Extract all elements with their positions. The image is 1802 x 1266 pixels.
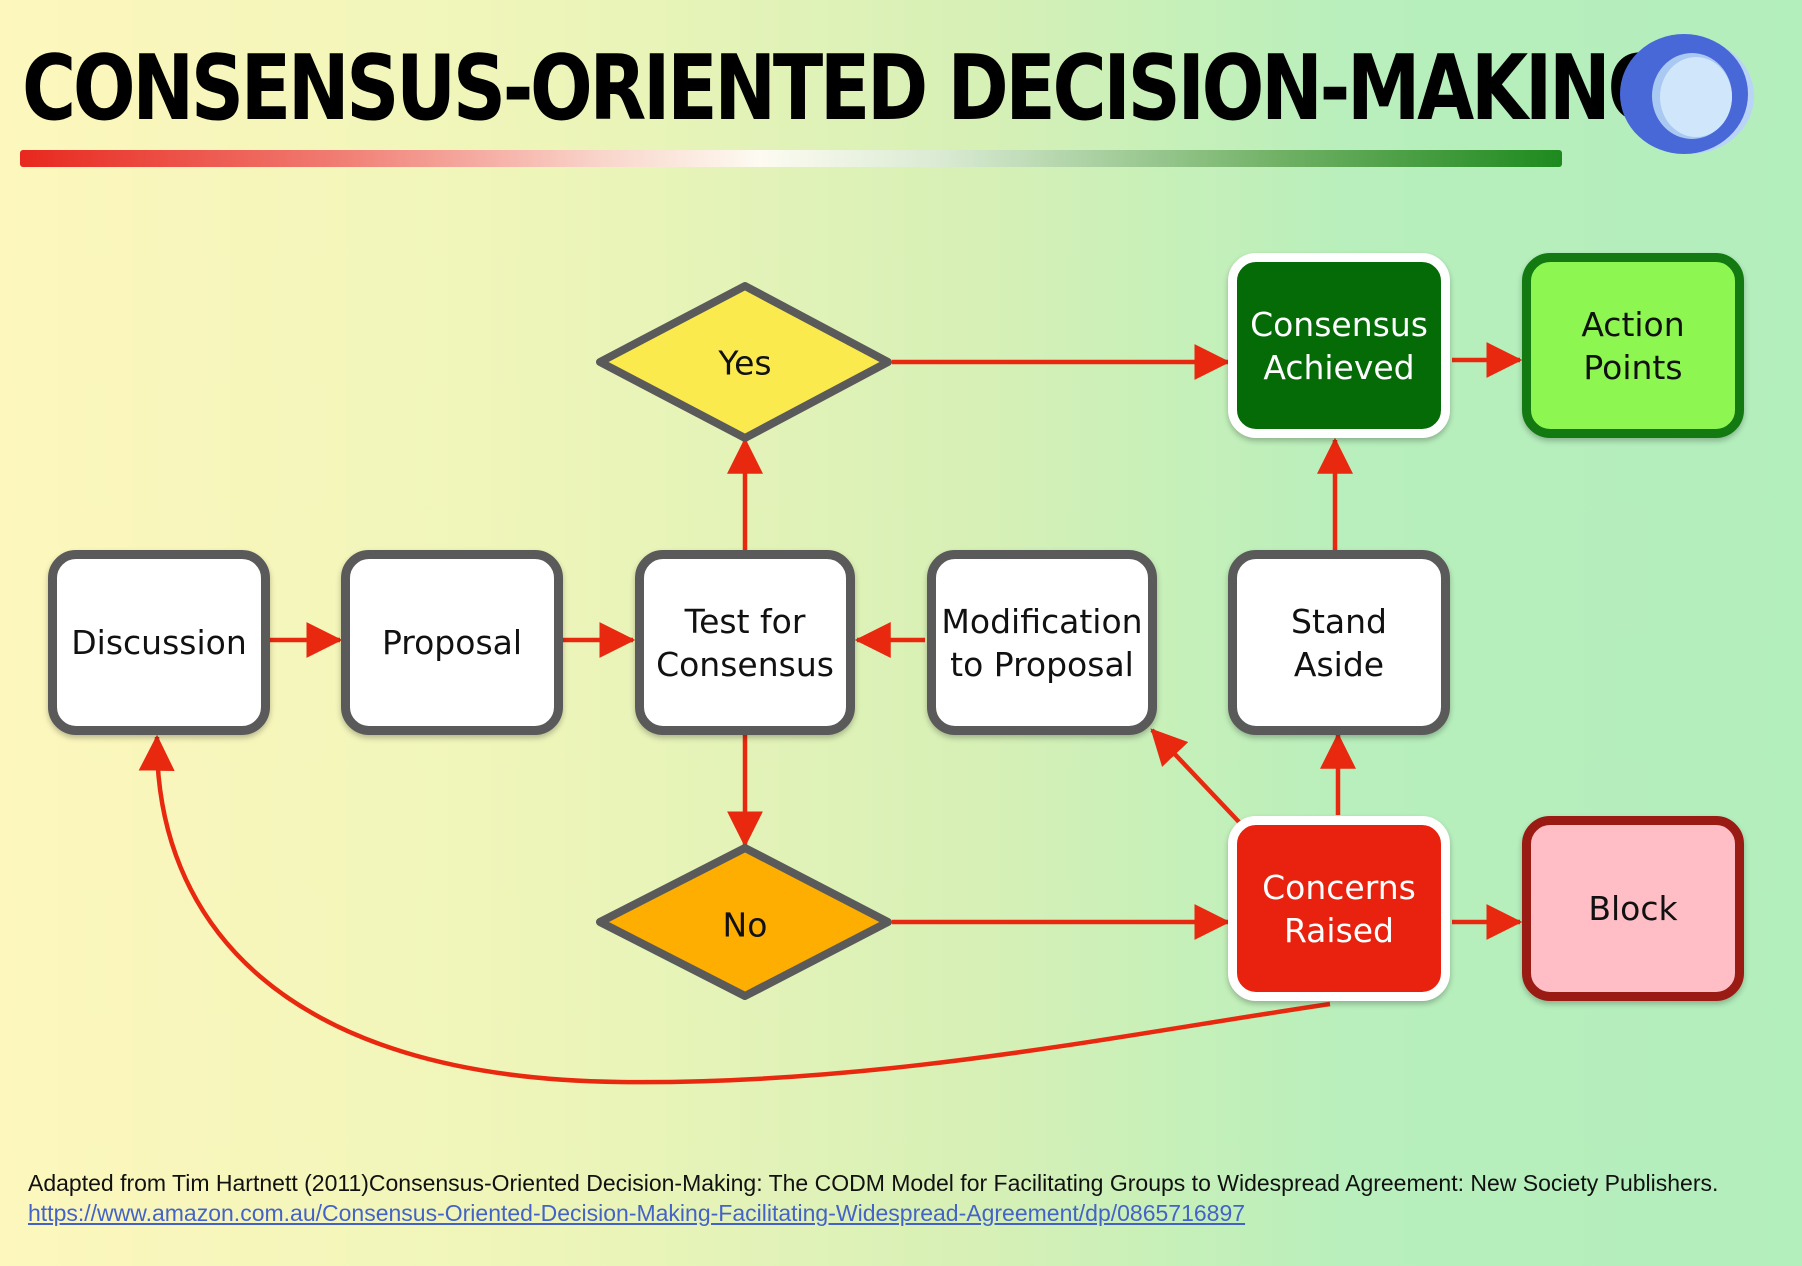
concerns-raised-box: Concerns Raised bbox=[1228, 816, 1450, 1001]
no-diamond bbox=[596, 844, 892, 1000]
achieved-label-line2: Achieved bbox=[1263, 347, 1415, 387]
footer: Adapted from Tim Hartnett (2011)Consensu… bbox=[28, 1168, 1788, 1228]
proposal-label: Proposal bbox=[381, 623, 523, 662]
consensus-achieved-box: Consensus Achieved bbox=[1228, 253, 1450, 438]
yes-label: Yes bbox=[718, 343, 772, 383]
modification-label-line2: to Proposal bbox=[950, 644, 1134, 684]
achieved-label-line1: Consensus bbox=[1250, 304, 1428, 344]
concerns-label-line2: Raised bbox=[1283, 910, 1395, 950]
modification-label-line1: Modification bbox=[941, 601, 1143, 641]
yes-diamond bbox=[596, 282, 892, 442]
concerns-label-line1: Concerns bbox=[1262, 867, 1416, 907]
action-label-line1: Action bbox=[1581, 304, 1685, 344]
blue-ring-logo-icon bbox=[1620, 34, 1754, 154]
action-points-box: Action Points bbox=[1522, 253, 1744, 438]
stand-label-line2: Aside bbox=[1293, 644, 1385, 684]
citation-text: Adapted from Tim Hartnett (2011)Consensu… bbox=[28, 1170, 1719, 1196]
no-label: No bbox=[722, 905, 768, 945]
test-for-consensus-box: Test for Consensus bbox=[635, 550, 855, 735]
discussion-box: Discussion bbox=[48, 550, 270, 735]
arrows bbox=[138, 342, 1523, 1085]
arrow-concerns-to-discussion bbox=[138, 734, 1331, 1085]
stand-label-line1: Stand bbox=[1291, 601, 1387, 641]
block-label: Block bbox=[1588, 889, 1678, 928]
title-gradient-bar bbox=[20, 150, 1562, 167]
block-box: Block bbox=[1522, 816, 1744, 1001]
stand-aside-box: Stand Aside bbox=[1228, 550, 1450, 735]
modification-to-proposal-box: Modification to Proposal bbox=[927, 550, 1157, 735]
arrow-concerns-to-modification bbox=[1150, 728, 1242, 825]
citation-link[interactable]: https://www.amazon.com.au/Consensus-Orie… bbox=[28, 1200, 1246, 1226]
discussion-label: Discussion bbox=[71, 623, 247, 662]
proposal-box: Proposal bbox=[341, 550, 563, 735]
action-label-line2: Points bbox=[1583, 347, 1683, 387]
page-title: CONSENSUS-ORIENTED DECISION-MAKING bbox=[22, 36, 1668, 141]
test-label-line2: Consensus bbox=[656, 644, 834, 684]
test-label-line1: Test for bbox=[684, 601, 806, 641]
